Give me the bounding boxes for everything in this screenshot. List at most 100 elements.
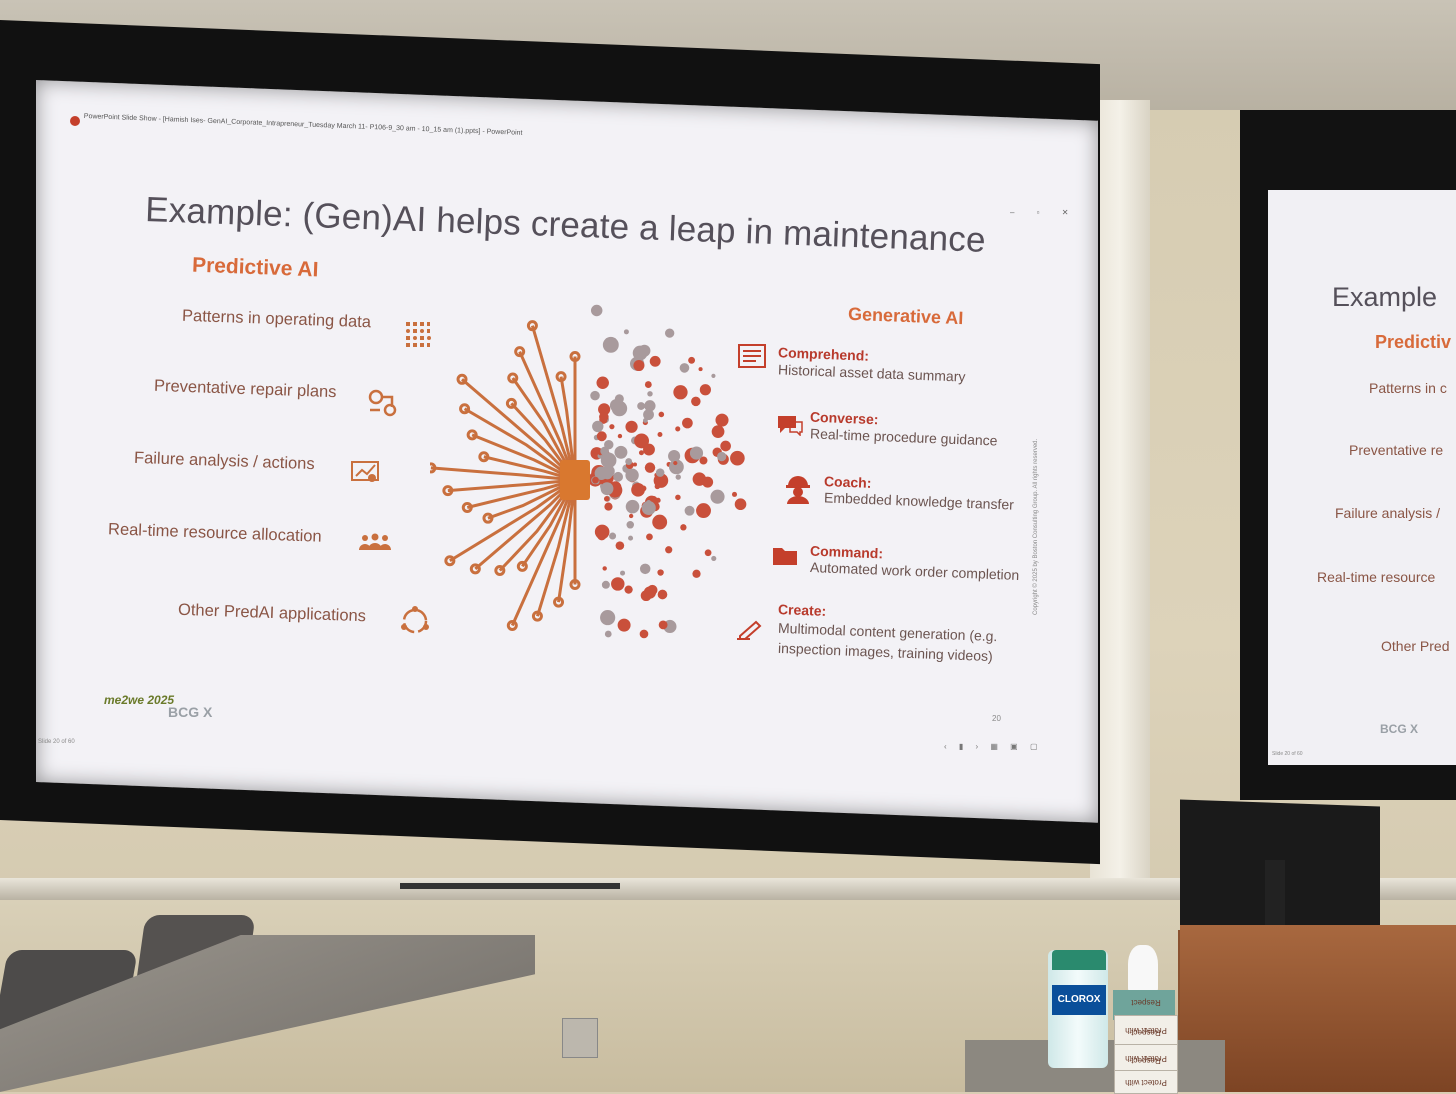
copyright-note: Copyright © 2025 by Boston Consulting Gr… xyxy=(1033,438,1039,615)
paisley-dot xyxy=(715,413,729,427)
paisley-dot xyxy=(704,549,712,557)
paisley-dot xyxy=(628,513,634,519)
paisley-dot xyxy=(710,489,725,504)
circuit-branch xyxy=(535,479,577,617)
window-controls[interactable]: – ▫ ✕ xyxy=(1010,208,1079,217)
paisley-dot xyxy=(711,555,717,562)
paisley-dot xyxy=(720,440,731,452)
powerpoint-icon xyxy=(70,116,80,126)
paisley-dot xyxy=(657,589,668,600)
chip-icon xyxy=(560,460,590,500)
paisley-dot xyxy=(615,541,625,550)
analysis-chart-icon xyxy=(350,458,382,489)
paisley-dot xyxy=(643,586,657,599)
paisley-dot xyxy=(641,500,656,516)
circuit-branch xyxy=(430,466,576,482)
paisley-dot xyxy=(638,450,644,456)
paisley-dot xyxy=(692,569,701,578)
paisley-dot xyxy=(668,450,681,463)
event-logo: me2we 2025 xyxy=(104,693,175,707)
statusbar-slide-count: Slide 20 of 60 xyxy=(38,739,75,745)
paisley-dot xyxy=(624,585,633,594)
circuit-node xyxy=(514,346,526,358)
circuit-node xyxy=(507,372,519,384)
paisley-dot xyxy=(592,420,604,433)
right-slide-title: Example xyxy=(1332,282,1438,312)
gen-item-label: Comprehend: xyxy=(777,344,870,364)
predictive-ai-heading: Predictive AI xyxy=(191,253,319,282)
statusbar-view-controls[interactable]: ‹ ▮ › ▦ ▣ ▢ xyxy=(944,742,1043,751)
paisley-dot xyxy=(680,524,687,531)
gen-item-label: Create: xyxy=(777,601,827,619)
paisley-dot xyxy=(711,373,716,378)
paisley-dot xyxy=(688,356,696,364)
paisley-dot xyxy=(628,535,634,541)
paisley-dot xyxy=(600,610,616,626)
wipes-label: CLOROX xyxy=(1052,985,1106,1015)
paisley-dot xyxy=(632,462,637,467)
wipes-lid xyxy=(1052,950,1106,970)
document-icon xyxy=(738,344,766,373)
paisley-dot xyxy=(637,402,645,410)
cycle-icon xyxy=(398,604,432,641)
paisley-dot xyxy=(711,425,725,438)
circuit-node xyxy=(526,320,538,332)
circuit-half xyxy=(430,320,581,632)
circuit-node xyxy=(478,451,490,463)
circuit-branch xyxy=(559,376,577,481)
paisley-dot xyxy=(600,452,617,469)
paisley-dot xyxy=(623,329,629,335)
paisley-dot xyxy=(631,482,645,497)
paisley-dot xyxy=(617,618,631,632)
paisley-dot xyxy=(613,471,623,482)
paisley-dot xyxy=(655,468,665,477)
right-statusbar: Slide 20 of 60 xyxy=(1272,751,1303,757)
repair-plan-icon xyxy=(366,388,400,421)
paisley-dot xyxy=(679,363,690,373)
circuit-node xyxy=(430,462,437,474)
worker-helmet-icon xyxy=(784,474,812,509)
paisley-dot xyxy=(602,566,607,571)
paisley-dot xyxy=(675,494,681,501)
circuit-node xyxy=(531,610,543,622)
paisley-dot xyxy=(696,503,711,519)
paisley-dot xyxy=(684,505,695,516)
power-outlet xyxy=(562,1018,598,1058)
circuit-node xyxy=(442,485,454,497)
generative-ai-heading: Generative AI xyxy=(847,303,964,329)
paisley-dot xyxy=(717,451,727,462)
paisley-dot xyxy=(643,443,655,456)
circuit-node xyxy=(506,620,518,632)
paisley-dot xyxy=(730,450,745,466)
circuit-branch xyxy=(487,478,576,520)
paisley-dot xyxy=(600,482,614,496)
paisley-dot xyxy=(675,426,681,432)
paisley-dot xyxy=(644,462,656,473)
paisley-dot xyxy=(655,497,661,503)
paisley-dot xyxy=(657,432,663,437)
paisley-dot xyxy=(625,458,633,466)
circuit-branch xyxy=(463,407,576,482)
right-slide-item: Failure analysis / xyxy=(1335,505,1441,521)
paisley-dot xyxy=(602,336,619,353)
circuit-node xyxy=(553,596,565,608)
right-projection-screen xyxy=(1268,190,1456,765)
paisley-dot xyxy=(609,532,617,540)
right-bcgx-logo: BCG X xyxy=(1380,722,1419,736)
paisley-dot xyxy=(625,499,640,514)
right-slide-item: Other Pred xyxy=(1381,638,1450,654)
paisley-dot xyxy=(682,417,693,429)
monitor-stand xyxy=(1265,860,1285,935)
paisley-dot xyxy=(617,433,623,439)
paisley-dot xyxy=(599,415,608,424)
circuit-branch xyxy=(449,478,576,563)
right-slide-item: Real-time resource xyxy=(1317,569,1436,585)
paisley-dot xyxy=(675,474,681,480)
right-slide-heading: Predictiv xyxy=(1375,332,1452,352)
wall-pillar xyxy=(1090,100,1150,880)
paisley-dot xyxy=(699,456,708,465)
paisley-dot xyxy=(634,433,649,449)
paisley-dot xyxy=(702,476,714,488)
paisley-dot xyxy=(664,328,675,338)
circuit-node xyxy=(444,555,456,567)
